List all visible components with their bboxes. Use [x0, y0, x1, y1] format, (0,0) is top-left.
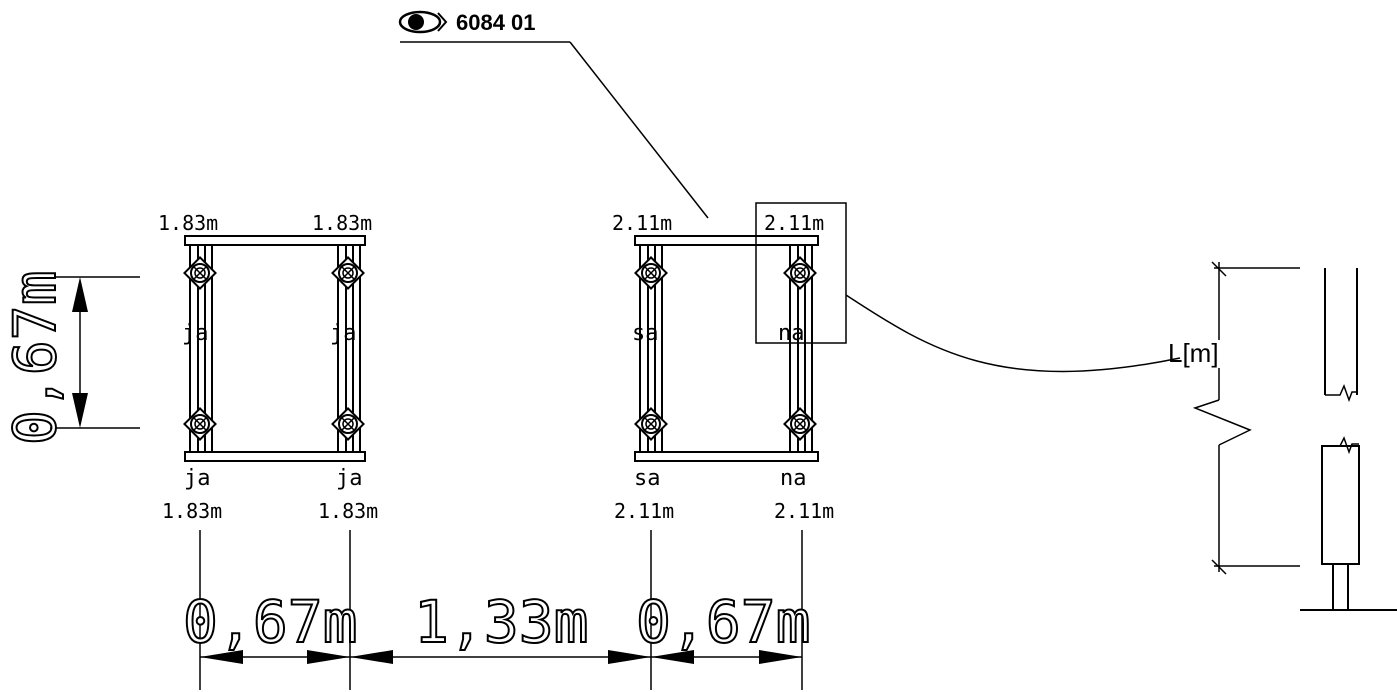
tag-leader-diagonal [569, 41, 709, 219]
coupler-symbol [183, 407, 217, 441]
tag-label: 6084 01 [398, 10, 536, 35]
tag-code: 6084 01 [456, 10, 536, 35]
right-frame-left-mid-label: sa [632, 321, 659, 346]
left-frame-top-right-height: 1.83m [312, 211, 372, 235]
right-frame-top-ledger [634, 235, 819, 246]
detail-highlight-box [755, 202, 847, 344]
left-frame-top-ledger [184, 235, 366, 246]
left-frame-top-left-height: 1.83m [158, 211, 218, 235]
left-frame: 1.83m 1.83m ja ja ja ja 1.83m 1.83m [158, 211, 378, 523]
bottom-dimension-3: 0,67m [636, 588, 811, 656]
coupler-symbol [783, 256, 817, 290]
left-frame-bottom-right-height: 1.83m [318, 499, 378, 523]
coupler-symbol [783, 407, 817, 441]
left-frame-right-mid-label: ja [330, 321, 357, 346]
right-frame-bottom-ledger [634, 451, 819, 462]
detail-callout-curve [845, 294, 1181, 373]
left-frame-bottom-right-label: ja [336, 466, 363, 491]
bottom-dimension-2: 1,33m [414, 588, 589, 656]
left-frame-bottom-left-label: ja [184, 466, 211, 491]
arrow-up [72, 277, 88, 312]
coupler-symbol [331, 256, 365, 290]
right-frame: 2.11m 2.11m sa na sa na 2.11m 2.11m [612, 202, 847, 523]
length-label: L[m] [1168, 338, 1219, 368]
right-frame-bottom-left-label: sa [634, 466, 661, 491]
right-frame-bottom-right-height: 2.11m [774, 499, 834, 523]
vertical-dimension: 0,67m [0, 269, 140, 446]
bottom-dimension-1: 0,67m [183, 588, 358, 656]
coupler-symbol [183, 256, 217, 290]
bottom-dimension-chain: 0,67m 1,33m 0,67m [182, 530, 812, 690]
standard-length-detail: L[m] [1168, 261, 1397, 611]
coupler-symbol [331, 407, 365, 441]
arrow-down [72, 393, 88, 428]
right-frame-right-mid-label: na [778, 321, 805, 346]
vertical-dimension-label: 0,67m [1, 270, 69, 445]
right-frame-top-right-height: 2.11m [764, 211, 824, 235]
eye-icon [398, 10, 448, 34]
coupler-symbol [634, 256, 668, 290]
right-frame-bottom-right-label: na [780, 466, 807, 491]
right-frame-top-left-height: 2.11m [612, 211, 672, 235]
left-frame-left-mid-label: ja [182, 321, 209, 346]
right-frame-bottom-left-height: 2.11m [614, 499, 674, 523]
left-frame-bottom-left-height: 1.83m [162, 499, 222, 523]
left-frame-bottom-ledger [184, 451, 366, 462]
coupler-symbol [634, 407, 668, 441]
